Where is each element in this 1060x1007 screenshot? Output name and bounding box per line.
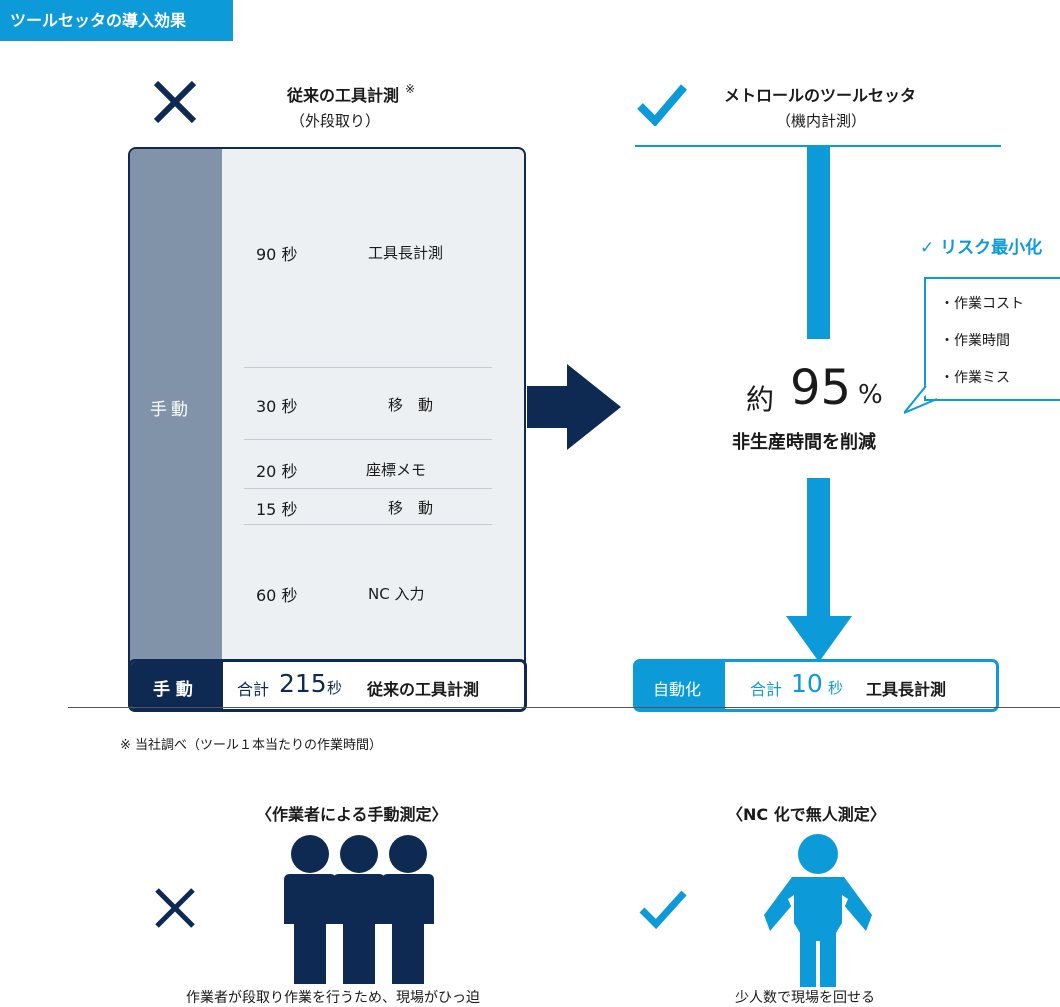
reduction-text: 非生産時間を削減 — [732, 432, 876, 453]
manual-side-label: 手動 — [150, 400, 192, 420]
right-subtitle: （機内計測） — [776, 112, 867, 130]
baseline-rule — [68, 707, 1060, 708]
auto-total-value: 10 — [791, 669, 823, 698]
risk-item: ・作業ミス — [940, 370, 1010, 386]
manual-process-panel — [128, 147, 526, 707]
auto-total-unit: 秒 — [828, 679, 844, 697]
auto-total-bar — [633, 659, 999, 712]
flow-bar-top — [807, 147, 830, 339]
approx-label: 約 — [746, 383, 775, 416]
percent-value: 95 — [790, 360, 852, 416]
flow-bar-bottom — [807, 478, 830, 618]
auto-total-prefix: 合計 — [750, 680, 783, 699]
footnote: ※ 当社調べ（ツール１本当たりの作業時間） — [120, 738, 383, 753]
bubble-tail — [904, 385, 938, 414]
row-divider — [244, 367, 492, 368]
row-task: 座標メモ — [366, 461, 427, 479]
left-title: 従来の工具計測※ — [287, 82, 416, 105]
cross-icon — [155, 888, 195, 928]
manual-total-bar — [128, 659, 527, 712]
manual-total-unit: 秒 — [327, 679, 343, 697]
row-time: 60 秒 — [256, 586, 298, 605]
row-task: NC 入力 — [368, 585, 425, 603]
single-worker-icon — [764, 834, 872, 987]
auto-total-label-bg — [636, 662, 725, 709]
auto-total-label: 自動化 — [653, 680, 702, 699]
risk-item: ・作業コスト — [940, 296, 1024, 312]
row-task: 移 動 — [388, 396, 434, 414]
row-task: 移 動 — [388, 499, 434, 517]
row-time: 30 秒 — [256, 397, 298, 416]
check-icon — [639, 890, 687, 930]
arrow-right-icon — [527, 364, 621, 450]
left-subtitle: （外段取り） — [290, 112, 381, 130]
header-underline — [635, 145, 1001, 147]
risk-item: ・作業時間 — [940, 333, 1010, 349]
auto-total-task: 工具長計測 — [866, 680, 947, 699]
row-divider — [244, 524, 492, 525]
note-mark: ※ — [405, 82, 416, 96]
check-icon — [637, 84, 688, 126]
left-bottom-caption: 作業者が段取り作業を行うため、現場がひっ迫 — [186, 990, 480, 1006]
right-title: メトロールのツールセッタ — [724, 86, 917, 105]
risk-title: ✓ リスク最小化 — [920, 238, 1043, 258]
arrow-down-icon — [786, 616, 852, 662]
manual-total-prefix: 合計 — [237, 680, 270, 699]
row-divider — [244, 439, 492, 440]
manual-total-task: 従来の工具計測 — [367, 680, 480, 699]
manual-total-label: 手 動 — [153, 680, 193, 700]
manual-total-value: 215 — [279, 669, 327, 698]
risk-bubble — [924, 277, 1060, 401]
manual-side-bar — [130, 149, 222, 705]
section-tag: ツールセッタの導入効果 — [0, 0, 233, 41]
cross-icon — [153, 80, 197, 124]
right-bottom-heading: 〈NC 化で無人測定〉 — [727, 805, 886, 824]
row-time: 15 秒 — [256, 500, 298, 519]
right-bottom-caption: 少人数で現場を回せる — [735, 990, 875, 1006]
row-time: 20 秒 — [256, 462, 298, 481]
left-bottom-heading: 〈作業者による手動測定〉 — [256, 805, 448, 824]
percent-unit: % — [858, 380, 883, 410]
manual-total-label-bg — [131, 662, 223, 709]
row-time: 90 秒 — [256, 245, 298, 264]
row-divider — [244, 488, 492, 489]
row-task: 工具長計測 — [368, 244, 444, 262]
three-workers-icon — [284, 835, 434, 984]
